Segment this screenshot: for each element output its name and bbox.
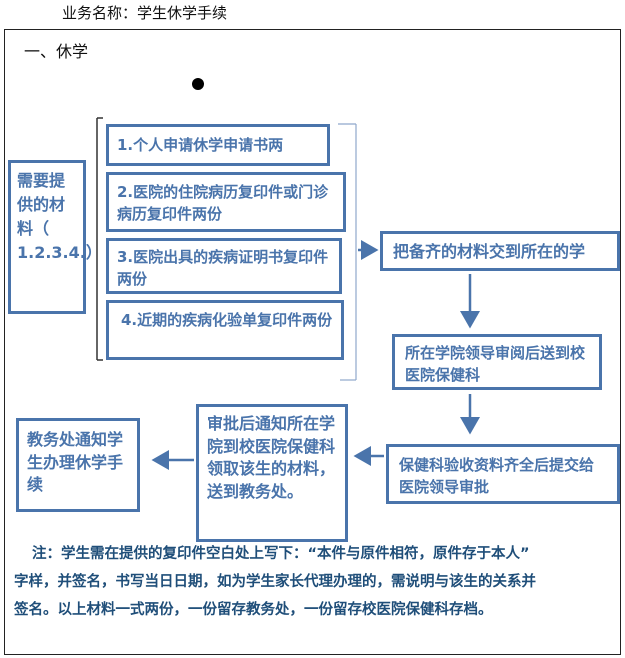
material-item-2: 2.医院的住院病历复印件或门诊病历复印件两份: [106, 172, 346, 232]
material-item-1: 1.个人申请休学申请书两: [106, 124, 330, 166]
step-notify-college: 审批后通知所在学院到校医院保健科领取该生的材料，送到教务处。: [196, 404, 348, 542]
footnote-line-2: 字样，并签名，书写当日日期，如为学生家长代理办理的，需说明与该生的关系并: [14, 574, 536, 590]
section-heading: 一、休学: [24, 42, 89, 61]
requirements-box: 需要提供的材料（ 1.2.3.4.）: [8, 160, 102, 314]
material-label: 3.医院出具的疾病证明书复印件两份: [117, 248, 329, 288]
step-college-review-label: 所在学院领导审阅后送到校医院保健科: [405, 344, 586, 384]
step-notify-college-label: 审批后通知所在学院到校医院保健科领取该生的材料，送到教务处。: [207, 414, 336, 501]
footnote-line-1: 注：学生需在提供的复印件空白处上写下：“本件与原件相符，原件存于本人”: [32, 546, 530, 562]
step-submit-label: 把备齐的材料交到所在的学: [393, 242, 586, 261]
step-college-review: 所在学院领导审阅后送到校医院保健科: [392, 334, 602, 390]
requirements-text: 需要提供的材料（ 1.2.3.4.）: [17, 171, 102, 262]
page-title: 业务名称：学生休学手续: [62, 4, 228, 22]
material-label: 2.医院的住院病历复印件或门诊病历复印件两份: [117, 183, 329, 223]
footnote: 注：学生需在提供的复印件空白处上写下：“本件与原件相符，原件存于本人” 字样，并…: [14, 540, 614, 624]
material-item-4: 4.近期的疾病化验单复印件两份: [106, 300, 344, 360]
material-item-3: 3.医院出具的疾病证明书复印件两份: [106, 238, 342, 294]
footnote-line-3: 签名。以上材料一式两份，一份留存教务处，一份留存校医院保健科存档。: [14, 602, 493, 618]
step-submit-materials: 把备齐的材料交到所在的学: [380, 231, 620, 271]
step-academic-affairs: 教务处通知学生办理休学手续: [16, 418, 140, 512]
material-label: 1.个人申请休学申请书两: [117, 136, 284, 154]
left-bracket: [96, 117, 103, 361]
step-clinic-check-label: 保健科验收资料齐全后提交给医院领导审批: [399, 456, 595, 496]
step-academic-affairs-label: 教务处通知学生办理休学手续: [27, 430, 124, 494]
step-clinic-check: 保健科验收资料齐全后提交给医院领导审批: [386, 444, 620, 504]
material-label: 4.近期的疾病化验单复印件两份: [121, 311, 333, 329]
right-bracket: [338, 123, 357, 381]
bullet-dot: [192, 78, 204, 90]
diagram-frame: [4, 29, 621, 655]
